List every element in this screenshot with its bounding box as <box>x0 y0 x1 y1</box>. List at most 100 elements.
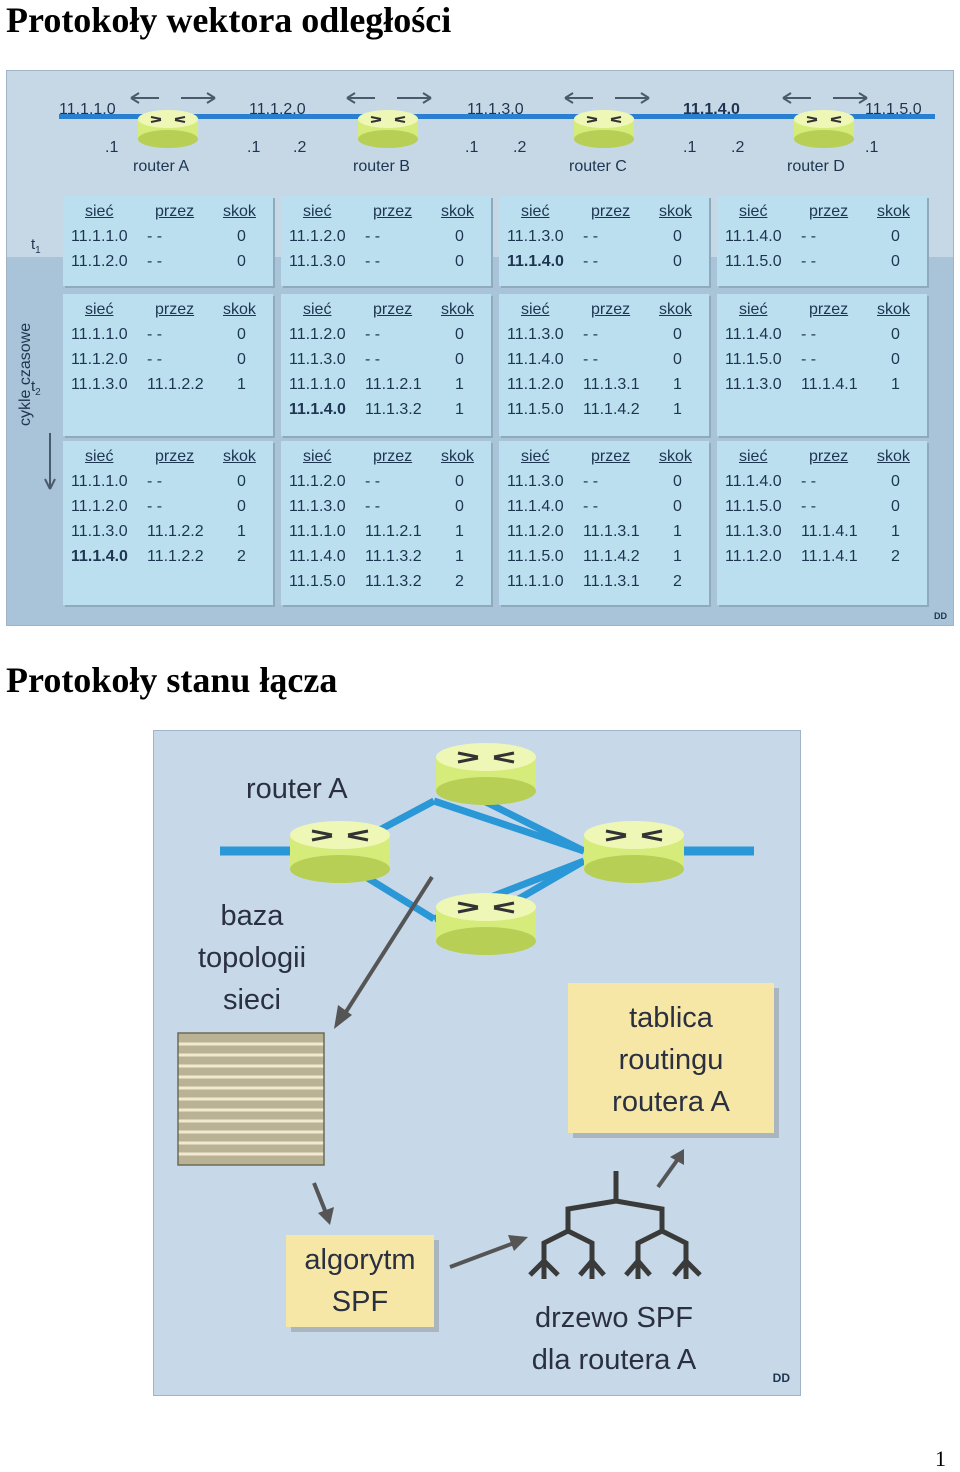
spf-tree-label: drzewo SPF dla routera A <box>531 1302 697 1377</box>
table-cell: 1 <box>237 523 246 540</box>
network-label-1: 11.1.1.0 <box>59 101 116 118</box>
spf-tree-icon <box>528 1171 702 1279</box>
time-label-t2: t2 <box>31 378 41 398</box>
exchange-arrows-icon <box>346 92 432 104</box>
table-cell: 1 <box>673 376 682 393</box>
table-cell: 11.1.3.1 <box>583 573 640 590</box>
arrow-icon <box>449 1241 515 1269</box>
table-cell: 11.1.1.0 <box>71 228 128 245</box>
table-cell: 0 <box>455 228 464 245</box>
table-header: skok <box>877 448 910 465</box>
table-cell: 0 <box>673 351 682 368</box>
table-cell: - - <box>147 498 163 515</box>
table-cell: 1 <box>673 401 682 418</box>
distance-vector-figure: 11.1.1.0 11.1.2.0 11.1.3.0 11.1.4.0 11.1… <box>6 70 954 626</box>
table-header: przez <box>373 203 413 220</box>
router-a-icon <box>290 821 390 883</box>
table-cell: 11.1.2.1 <box>365 376 422 393</box>
interface-label: .1 <box>865 139 879 156</box>
table-cell: 1 <box>455 548 464 565</box>
table-cell: 11.1.3.0 <box>507 326 564 343</box>
router-label-a: router A <box>133 158 190 175</box>
table-header: sieć <box>85 301 114 318</box>
table-cell: 11.1.3.0 <box>71 376 128 393</box>
table-header: sieć <box>739 203 768 220</box>
table-header: skok <box>223 301 256 318</box>
table-cell: 11.1.2.0 <box>71 253 128 270</box>
table-cell: 1 <box>455 523 464 540</box>
topology-database-label: baza topologii sieci <box>197 900 307 1017</box>
table-cell: 0 <box>673 326 682 343</box>
table-cell: 11.1.4.0 <box>289 548 346 565</box>
table-cell: - - <box>583 498 599 515</box>
heading-distance-vector: Protokoły wektora odległości <box>6 0 452 40</box>
table-cell: 11.1.5.0 <box>725 498 782 515</box>
spf-algorithm-box: algorytm SPF <box>286 1235 434 1327</box>
table-cell: 11.1.2.0 <box>289 326 346 343</box>
table-header: sieć <box>303 301 332 318</box>
table-cell: 0 <box>673 253 682 270</box>
table-cell: - - <box>365 498 381 515</box>
table-cell: 11.1.4.0 <box>507 253 564 270</box>
table-cell: 0 <box>455 253 464 270</box>
table-cell: 11.1.4.0 <box>71 548 128 565</box>
table-cell: 11.1.3.0 <box>289 253 346 270</box>
table-cell: 11.1.3.0 <box>725 523 782 540</box>
table-cell: - - <box>147 473 163 490</box>
table-header: skok <box>659 448 692 465</box>
table-header: skok <box>441 448 474 465</box>
table-cell: - - <box>147 253 163 270</box>
table-cell: - - <box>583 473 599 490</box>
arrow-icon <box>312 1182 328 1214</box>
table-header: sieć <box>739 301 768 318</box>
table-cell: 0 <box>891 498 900 515</box>
table-header: sieć <box>521 203 550 220</box>
table-cell: 0 <box>455 326 464 343</box>
table-header: skok <box>877 203 910 220</box>
table-cell: 11.1.3.0 <box>289 498 346 515</box>
table-cell: 11.1.3.0 <box>507 228 564 245</box>
network-label-3: 11.1.3.0 <box>467 101 524 118</box>
table-header: sieć <box>303 203 332 220</box>
table-cell: 11.1.5.0 <box>507 548 564 565</box>
table-cell: 11.1.2.0 <box>725 548 782 565</box>
arrow-icon <box>670 1149 684 1165</box>
table-header: sieć <box>521 448 550 465</box>
table-cell: 11.1.4.2 <box>583 548 640 565</box>
table-header: przez <box>591 301 631 318</box>
table-cell: 0 <box>673 473 682 490</box>
interface-label: .1 <box>105 139 119 156</box>
table-cell: 11.1.5.0 <box>507 401 564 418</box>
table-header: przez <box>155 448 195 465</box>
table-cell: 0 <box>237 351 246 368</box>
interface-label: .1 <box>683 139 697 156</box>
exchange-arrows-icon <box>130 92 216 104</box>
table-cell: 11.1.1.0 <box>71 473 128 490</box>
table-cell: - - <box>147 326 163 343</box>
table-cell: 11.1.4.0 <box>725 326 782 343</box>
table-cell: 1 <box>673 548 682 565</box>
table-cell: 0 <box>891 351 900 368</box>
table-cell: - - <box>801 351 817 368</box>
table-cell: 11.1.2.2 <box>147 523 204 540</box>
table-cell: 0 <box>237 498 246 515</box>
table-cell: 0 <box>891 326 900 343</box>
table-cell: - - <box>365 253 381 270</box>
network-label-2: 11.1.2.0 <box>249 101 306 118</box>
table-header: skok <box>223 448 256 465</box>
router-icon <box>794 110 854 148</box>
table-cell: - - <box>147 228 163 245</box>
topology-database-icon <box>177 1032 325 1166</box>
table-header: skok <box>441 301 474 318</box>
table-cell: - - <box>365 473 381 490</box>
interface-label: .2 <box>731 139 745 156</box>
table-cell: 0 <box>891 228 900 245</box>
table-cell: - - <box>801 228 817 245</box>
